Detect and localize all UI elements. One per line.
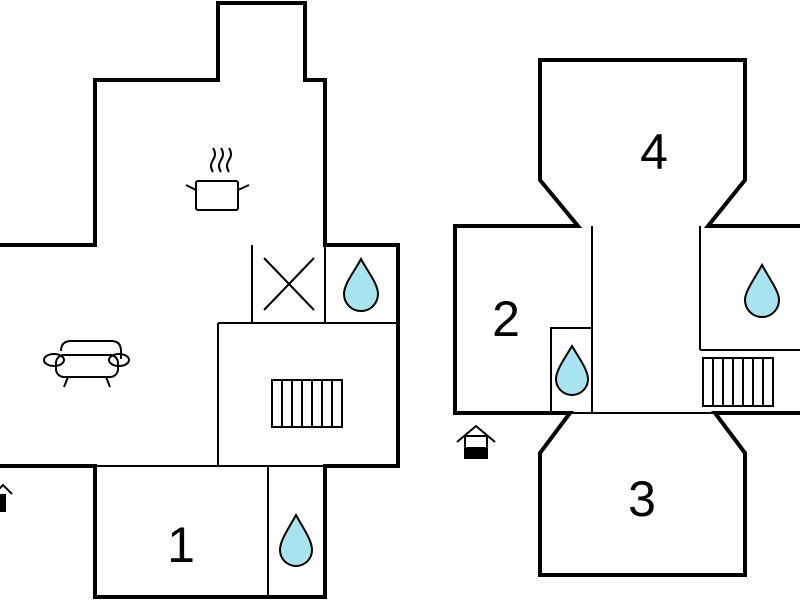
cross-icon xyxy=(263,257,315,311)
radiator-icon xyxy=(702,357,774,407)
room-4-label: 4 xyxy=(640,124,668,180)
entrance-house-icon xyxy=(0,483,13,512)
water-drop-icon xyxy=(554,344,590,396)
water-drop-icon xyxy=(743,262,781,318)
right-floor-outline xyxy=(453,58,800,577)
entrance-house-icon xyxy=(456,424,496,459)
water-drop-icon xyxy=(278,512,314,567)
water-drop-icon xyxy=(342,256,380,312)
cooking-pot-icon xyxy=(185,147,250,211)
right-floor: 2 3 4 xyxy=(453,58,800,577)
room-2-label: 2 xyxy=(492,291,520,347)
left-floor-outline xyxy=(0,1,400,599)
left-floor: 1 xyxy=(0,1,400,599)
shower-cubicle xyxy=(550,327,593,414)
room-3-label: 3 xyxy=(628,471,656,527)
sofa-icon xyxy=(43,340,130,388)
room-1-label: 1 xyxy=(167,517,195,573)
radiator-icon xyxy=(271,379,343,428)
